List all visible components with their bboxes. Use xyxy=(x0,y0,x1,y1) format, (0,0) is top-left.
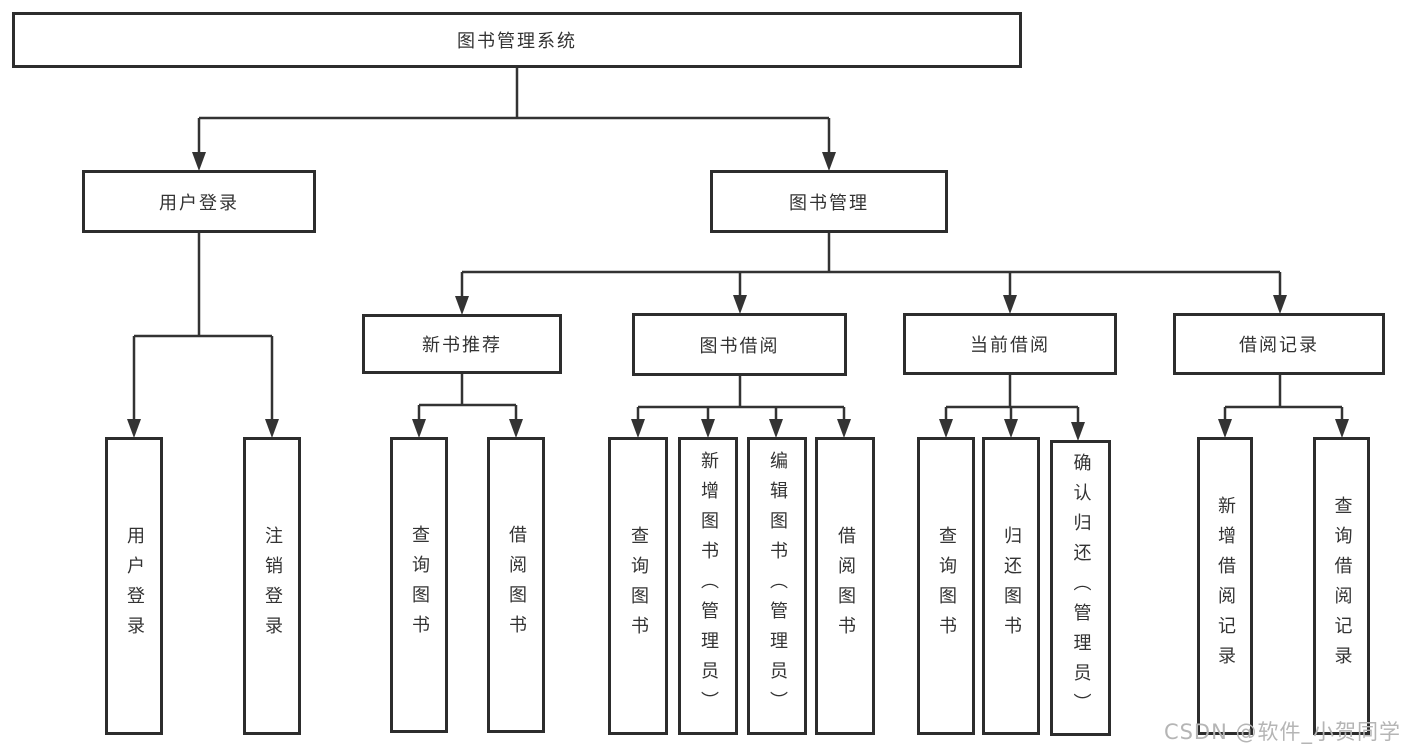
leaf-label: 归还图书 xyxy=(1001,526,1022,646)
leaf-query-borrow-record: 查询借阅记录 xyxy=(1313,437,1370,735)
leaf-label: 查询图书 xyxy=(936,526,957,646)
leaf-logout: 注销登录 xyxy=(243,437,301,735)
leaf-user-login: 用户登录 xyxy=(105,437,163,735)
node-library-management-system: 图书管理系统 xyxy=(12,12,1022,68)
leaf-edit-book-admin: 编辑图书（管理员） xyxy=(747,437,807,735)
node-label: 当前借阅 xyxy=(970,335,1050,356)
leaf-query-books-borrow: 查询图书 xyxy=(608,437,668,735)
leaf-label: 借阅图书 xyxy=(835,526,856,646)
leaf-label: 注销登录 xyxy=(262,526,283,646)
leaf-add-book-admin: 新增图书（管理员） xyxy=(678,437,738,735)
node-label: 用户登录 xyxy=(159,192,239,214)
node-label: 图书管理 xyxy=(789,192,869,214)
node-label: 图书借阅 xyxy=(699,335,780,357)
leaf-label: 新增图书（管理员） xyxy=(698,451,719,721)
leaf-label: 编辑图书（管理员） xyxy=(767,451,788,721)
leaf-query-books-recommend: 查询图书 xyxy=(390,437,448,733)
leaf-borrow-books-recommend: 借阅图书 xyxy=(487,437,545,733)
leaf-return-books: 归还图书 xyxy=(982,437,1040,735)
node-label: 图书管理系统 xyxy=(457,31,577,52)
leaf-label: 用户登录 xyxy=(124,526,145,646)
leaf-label: 借阅图书 xyxy=(506,525,527,645)
leaf-label: 查询图书 xyxy=(409,525,430,645)
leaf-add-borrow-record: 新增借阅记录 xyxy=(1197,437,1253,735)
leaf-label: 新增借阅记录 xyxy=(1215,496,1236,676)
node-new-book-recommend: 新书推荐 xyxy=(362,314,562,374)
leaf-label: 查询借阅记录 xyxy=(1331,496,1353,676)
leaf-label: 查询图书 xyxy=(628,526,649,646)
node-user-login: 用户登录 xyxy=(82,170,316,233)
node-borrow-records: 借阅记录 xyxy=(1173,313,1385,375)
node-current-borrow: 当前借阅 xyxy=(903,313,1117,375)
node-book-management: 图书管理 xyxy=(710,170,948,233)
leaf-confirm-return-admin: 确认归还（管理员） xyxy=(1050,440,1111,736)
leaf-label: 确认归还（管理员） xyxy=(1070,453,1092,723)
node-label: 新书推荐 xyxy=(422,335,502,356)
leaf-query-books-current: 查询图书 xyxy=(917,437,975,735)
node-book-borrow: 图书借阅 xyxy=(632,313,847,376)
csdn-watermark: CSDN @软件_小贺同学 xyxy=(1163,720,1401,744)
leaf-borrow-books: 借阅图书 xyxy=(815,437,875,735)
node-label: 借阅记录 xyxy=(1239,335,1319,356)
